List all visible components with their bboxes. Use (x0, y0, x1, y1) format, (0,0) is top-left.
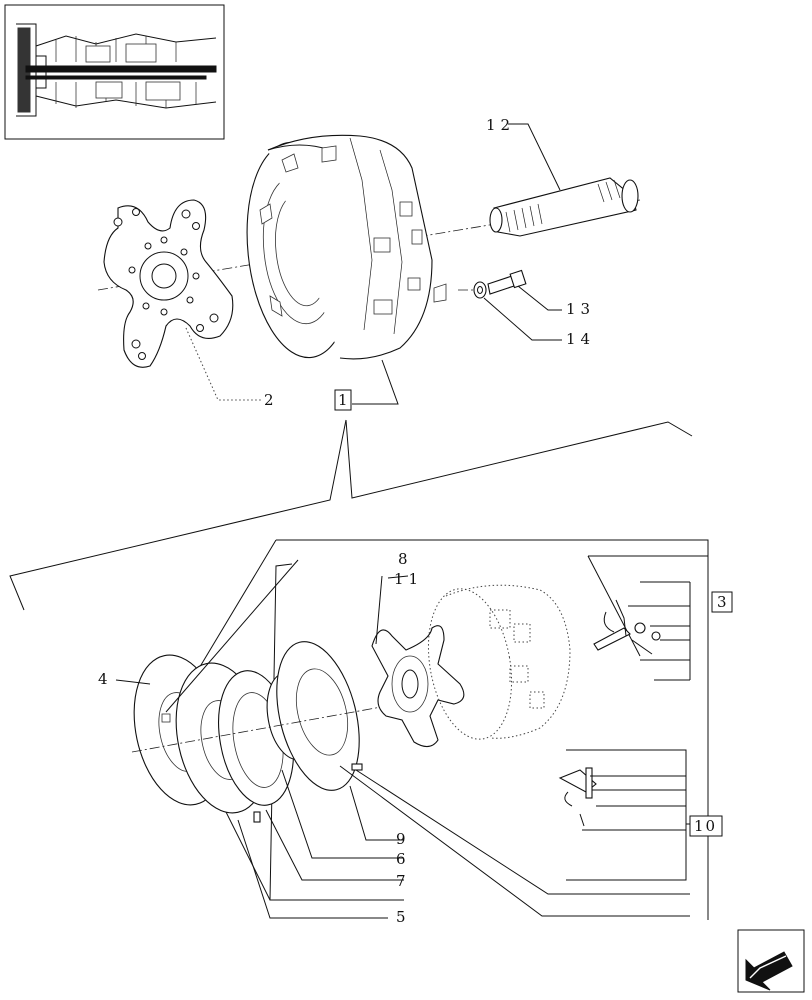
callout-2: 2 (264, 391, 279, 409)
callout-14: 14 (566, 330, 595, 348)
kit-10-parts (558, 767, 597, 827)
callout-7: 7 (396, 872, 411, 890)
kit-3-parts (593, 599, 661, 655)
ref-3-label: 3 (717, 593, 729, 611)
ref-box-3 (711, 591, 733, 613)
callout-4: 4 (98, 670, 113, 688)
callout-13: 13 (566, 300, 595, 318)
ref-box-1 (334, 389, 352, 411)
hub-plate-11 (371, 625, 465, 748)
callout-5: 5 (396, 908, 411, 926)
callout-11: 11 (394, 570, 423, 588)
callout-8: 8 (398, 550, 413, 568)
washer (473, 281, 487, 299)
pin-7 (253, 811, 261, 823)
ref-box-10 (689, 815, 723, 837)
driven-plate-upper (103, 199, 234, 368)
transmission-thumbnail (4, 4, 225, 140)
screw (487, 269, 527, 295)
ref-10-label: 10 (694, 817, 717, 835)
shaft (489, 177, 639, 237)
clutch-assembly-housing (246, 134, 447, 360)
callout-12: 12 (486, 116, 515, 134)
callout-6: 6 (396, 850, 411, 868)
callout-9: 9 (396, 830, 411, 848)
screw-small (351, 763, 363, 771)
next-page-arrow-icon[interactable] (737, 929, 805, 993)
ref-1-label: 1 (338, 391, 350, 409)
pressure-plate-9 (276, 641, 360, 791)
ghost-housing (427, 584, 571, 740)
